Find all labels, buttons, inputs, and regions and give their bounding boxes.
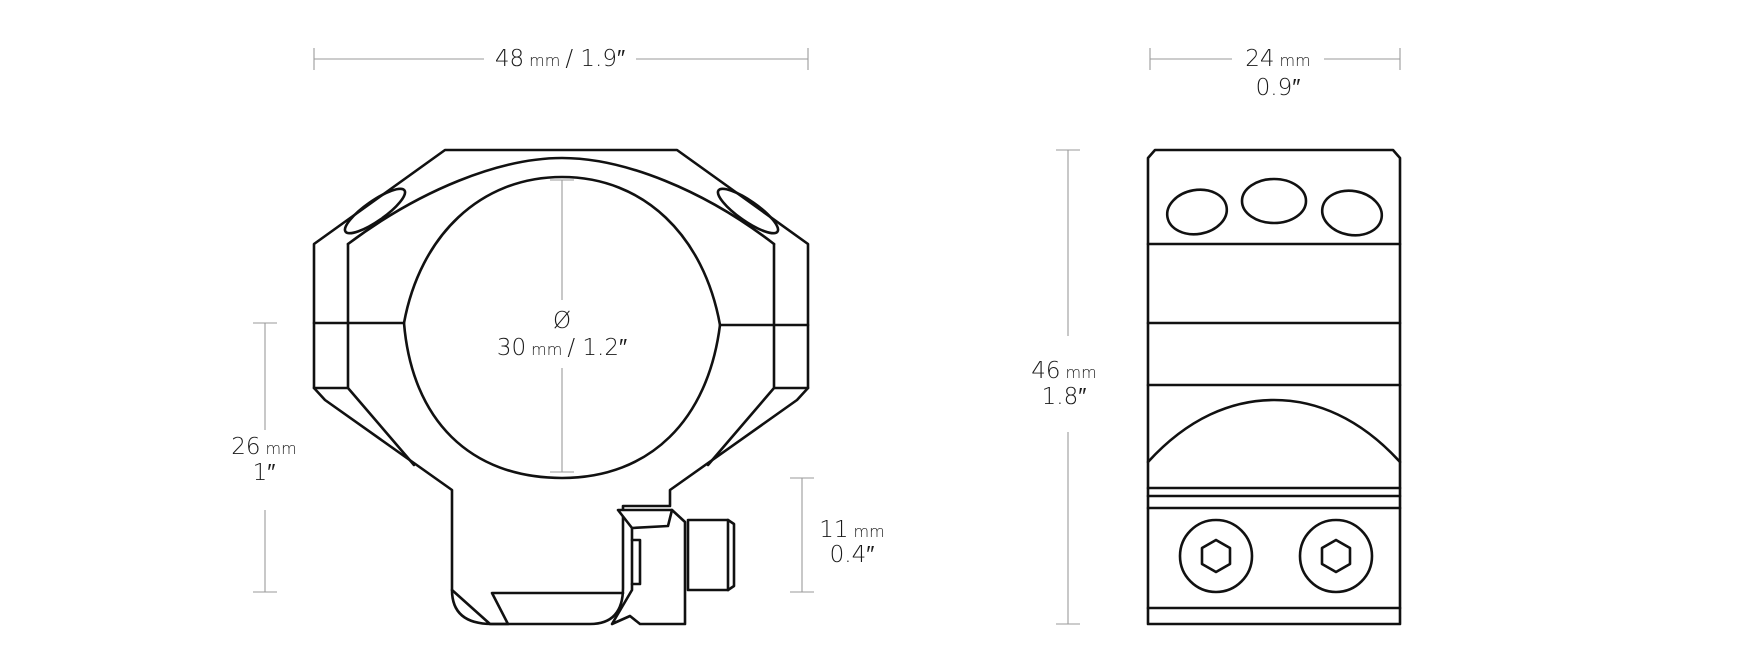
left-screw-slot — [343, 187, 407, 235]
bore-symbol: Ø — [553, 308, 571, 334]
side-outline — [1146, 148, 1402, 626]
screw-head-right — [1298, 518, 1374, 594]
side-bore-arc — [1146, 398, 1402, 464]
screw-head-left — [1178, 518, 1254, 594]
front-view — [312, 148, 810, 626]
clamp-screw-head — [726, 518, 736, 592]
side-hole-right — [1320, 189, 1384, 237]
rail-jaw-left — [450, 588, 625, 626]
left-cap-edges — [312, 242, 416, 467]
hex-socket-right-icon — [1320, 538, 1352, 574]
clamp-inner-edge — [630, 508, 674, 530]
height-label-imperial: 1″ — [253, 460, 276, 486]
clamp-block — [610, 508, 687, 626]
depth-label-imperial: 0.9″ — [1256, 75, 1301, 101]
side-hole-left — [1165, 188, 1229, 236]
clamp-height-label-imperial: 0.4″ — [830, 542, 875, 568]
total-height-label-imperial: 1.8″ — [1042, 384, 1087, 410]
clamp-screw — [686, 518, 730, 592]
bore-circle — [402, 175, 722, 480]
right-screw-slot — [716, 187, 780, 235]
side-hole-middle — [1240, 177, 1308, 225]
side-view — [1146, 148, 1402, 626]
right-cap-edges — [706, 242, 810, 467]
clamp-threads — [630, 538, 642, 586]
hex-socket-left-icon — [1200, 538, 1232, 574]
ring-top-arc — [346, 156, 776, 246]
